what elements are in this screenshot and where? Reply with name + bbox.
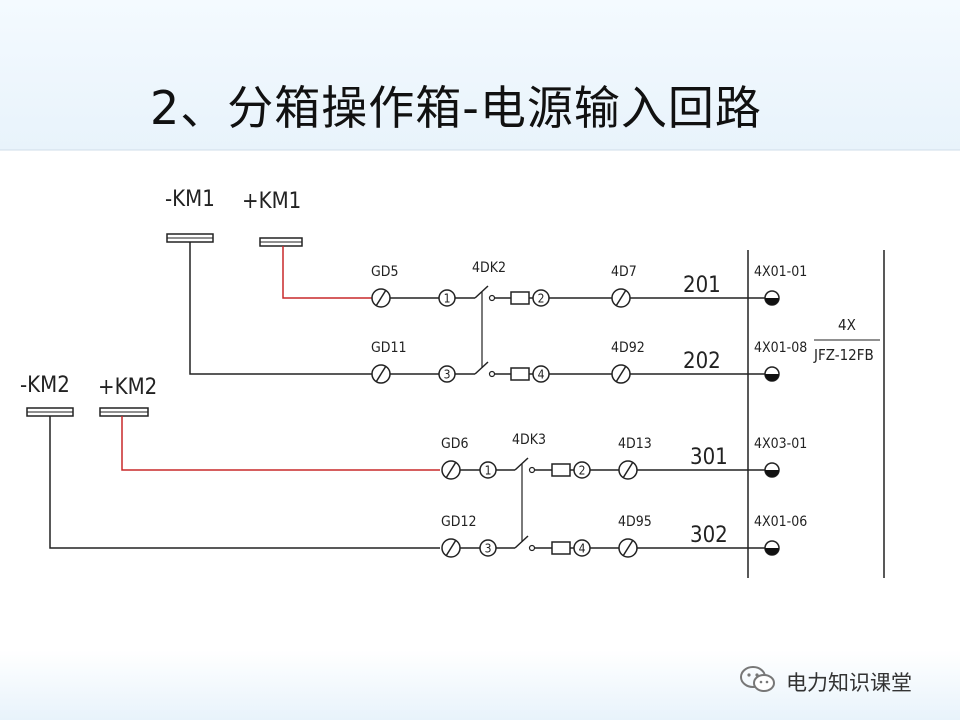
feeder-wires [49, 242, 440, 549]
connector-fill [765, 470, 779, 477]
fuse [510, 367, 530, 381]
wire-km2-pos [121, 416, 440, 471]
watermark-text: 电力知识课堂 [786, 671, 912, 695]
wire-km1-pos [282, 246, 372, 299]
gd-label: GD5 [371, 264, 398, 280]
terminal-slash [615, 289, 627, 307]
connector-label: 4X01-08 [754, 340, 807, 356]
bottom-band [0, 650, 960, 720]
fuse [551, 541, 571, 555]
wire-km2-neg [49, 416, 440, 549]
switch-contact [488, 294, 496, 302]
connector-fill [765, 298, 779, 305]
device-model: JFZ-12FB [813, 346, 874, 364]
node-in-label: 1 [485, 464, 492, 478]
device-label: 4X JFZ-12FB [813, 316, 880, 364]
switch-label: 4DK2 [472, 260, 506, 276]
wire-number: 202 [683, 349, 721, 374]
connector-label: 4X03-01 [754, 436, 807, 452]
node-in-label: 1 [444, 292, 451, 306]
connector-label: 4X01-01 [754, 264, 807, 280]
connector-fill [765, 374, 779, 381]
terminal-label: 4D13 [618, 436, 652, 452]
terminal-label: 4D92 [611, 340, 645, 356]
connector-fill [765, 548, 779, 555]
gd-label: GD6 [441, 436, 468, 452]
bus-km1-neg: -KM1 [165, 187, 215, 243]
wire-number: 201 [683, 273, 721, 298]
bus-km1-pos-label: +KM1 [242, 189, 301, 214]
node-out-label: 2 [579, 464, 586, 478]
gd-slash [375, 289, 387, 307]
device-name: 4X [838, 316, 856, 334]
wechat-icon [740, 666, 775, 692]
terminal-slash [622, 539, 634, 557]
terminal-label: 4D7 [611, 264, 637, 280]
switch-label: 4DK3 [512, 432, 546, 448]
node-out-label: 4 [538, 368, 545, 382]
fuse [510, 291, 530, 305]
node-in-label: 3 [485, 542, 492, 556]
bus-km2-pos: +KM2 [98, 375, 157, 417]
gd-label: GD12 [441, 514, 477, 530]
gd-slash [445, 461, 457, 479]
title-band [0, 0, 960, 150]
bus-km2-pos-label: +KM2 [98, 375, 157, 400]
gd-slash [445, 539, 457, 557]
terminal-slash [622, 461, 634, 479]
gd-label: GD11 [371, 340, 407, 356]
wire-number: 302 [690, 523, 728, 548]
page-title: 2、分箱操作箱-电源输入回路 [150, 81, 762, 135]
gd-slash [375, 365, 387, 383]
node-in-label: 3 [444, 368, 451, 382]
terminal-slash [615, 365, 627, 383]
fuse [551, 463, 571, 477]
bus-km1-pos: +KM1 [242, 189, 303, 247]
switch-contact [488, 370, 496, 378]
connector-label: 4X01-06 [754, 514, 807, 530]
wire-km1-neg [189, 242, 372, 375]
bus-km2-neg-label: -KM2 [20, 373, 70, 398]
bus-km2-neg: -KM2 [20, 373, 74, 417]
terminal-label: 4D95 [618, 514, 652, 530]
wire-number: 301 [690, 445, 728, 470]
node-out-label: 4 [579, 542, 586, 556]
switch-contact [528, 544, 536, 552]
switch-contact [528, 466, 536, 474]
node-out-label: 2 [538, 292, 545, 306]
bus-km1-neg-label: -KM1 [165, 187, 215, 212]
